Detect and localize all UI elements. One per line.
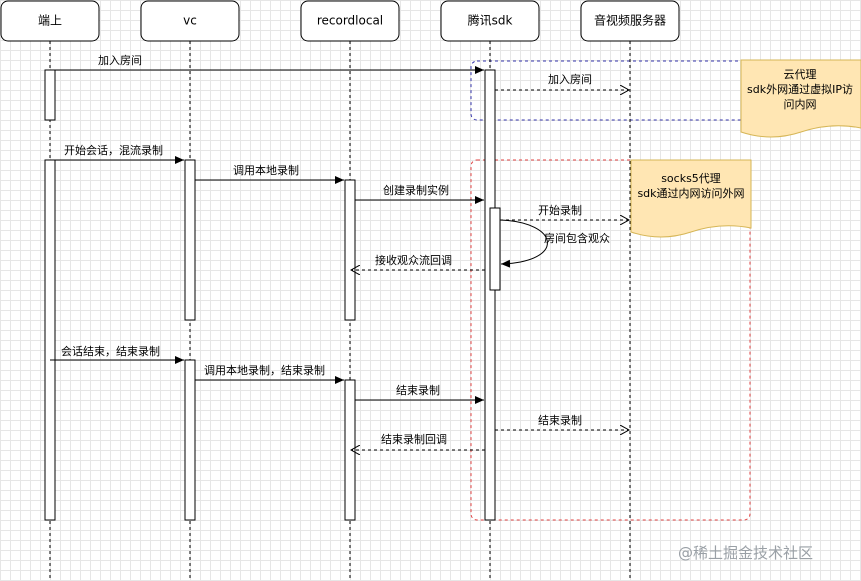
socks5-proxy-frame (470, 159, 751, 521)
vc-activation-2 (184, 359, 196, 521)
msg-end-record-cb-label: 结束录制回调 (381, 433, 447, 446)
actor-recordlocal-label: recordlocal (317, 14, 383, 28)
note-socks5-proxy: socks5代理 sdk通过内网访问外网 (630, 159, 752, 238)
msg-join-room-proxy-label: 加入房间 (548, 73, 592, 86)
note-cloud-proxy-line-1: 云代理 (784, 68, 817, 81)
msg-end-record-label: 结束录制 (396, 384, 440, 397)
actor-recordlocal[interactable]: recordlocal (300, 0, 400, 42)
note-cloud-proxy-line-2: sdk外网通过虚拟IP访 (747, 82, 853, 96)
actor-av-server[interactable]: 音视频服务器 (580, 0, 680, 42)
msg-room-has-audience (499, 219, 548, 268)
msg-start-record-label: 开始录制 (538, 203, 582, 217)
actor-client-label: 端上 (38, 14, 62, 28)
msg-call-local-record-label: 调用本地录制 (233, 163, 299, 177)
note-socks5-proxy-line-1: socks5代理 (661, 172, 721, 185)
client-activation-2 (44, 159, 56, 521)
actor-vc[interactable]: vc (140, 0, 240, 42)
actor-av-server-label: 音视频服务器 (594, 13, 666, 28)
msg-call-local-record-end-label: 调用本地录制，结束录制 (204, 363, 325, 377)
sdk-activation-nested (489, 207, 501, 291)
actor-vc-label: vc (183, 14, 197, 28)
msg-end-record-server-label: 结束录制 (538, 414, 582, 427)
client-activation-1 (44, 69, 56, 121)
note-cloud-proxy: 云代理 sdk外网通过虚拟IP访 问内网 (740, 59, 861, 138)
actor-tencent-sdk-label: 腾讯sdk (468, 13, 513, 28)
msg-end-session-label: 会话结束，结束录制 (61, 345, 160, 358)
msg-start-session-label: 开始会话，混流录制 (64, 143, 163, 157)
msg-room-has-audience-label: 房间包含观众 (544, 231, 610, 245)
actor-client[interactable]: 端上 (0, 0, 100, 42)
recordlocal-activation-2 (344, 379, 356, 521)
msg-receive-audience-cb-label: 接收观众流回调 (375, 253, 452, 267)
actor-tencent-sdk[interactable]: 腾讯sdk (440, 0, 540, 42)
watermark-text: @稀土掘金技术社区 (678, 544, 813, 562)
msg-create-record-instance-label: 创建录制实例 (383, 183, 449, 197)
msg-join-room-label: 加入房间 (98, 54, 142, 67)
recordlocal-activation-1 (344, 179, 356, 321)
sdk-activation-main (484, 69, 496, 521)
note-cloud-proxy-line-3: 问内网 (784, 97, 817, 111)
vc-activation-1 (184, 159, 196, 321)
note-socks5-proxy-line-2: sdk通过内网访问外网 (637, 186, 744, 200)
